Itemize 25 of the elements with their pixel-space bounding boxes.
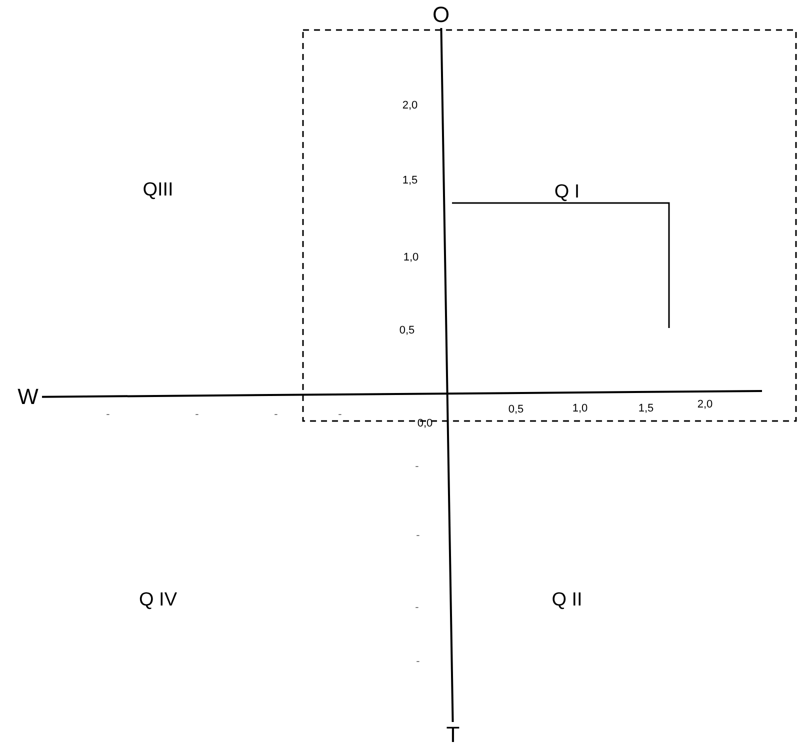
axis-end-label: O: [430, 2, 452, 28]
quadrant-label: Q II: [552, 590, 582, 610]
axis-end-label: W: [14, 384, 42, 410]
axis-end-label: T: [443, 722, 463, 746]
quadrant-label: QIII: [142, 180, 174, 200]
tick-dash: -: [416, 530, 420, 542]
tick-dash: -: [415, 602, 419, 614]
tick-dash: -: [195, 410, 199, 420]
tick-label: 2,0: [697, 400, 713, 410]
axis-line: [42, 390, 762, 398]
quadrant-label: Q IV: [139, 590, 177, 610]
tick-label: 0,5: [399, 326, 415, 336]
tick-label: 1,0: [403, 252, 419, 264]
tick-label: 2,0: [402, 100, 418, 112]
tick-dash: -: [416, 656, 420, 668]
tick-label: 0,5: [508, 404, 524, 416]
tick-dash: -: [274, 410, 278, 420]
tick-label: 1,5: [402, 176, 418, 186]
axis-line: [440, 28, 454, 722]
tick-label: 1,5: [638, 404, 654, 414]
quadrant-label: Q I: [554, 182, 580, 202]
tick-dash: -: [415, 462, 419, 472]
tick-dash: -: [338, 410, 342, 420]
tick-dash: -: [106, 410, 110, 420]
tick-label: 1,0: [572, 404, 588, 414]
